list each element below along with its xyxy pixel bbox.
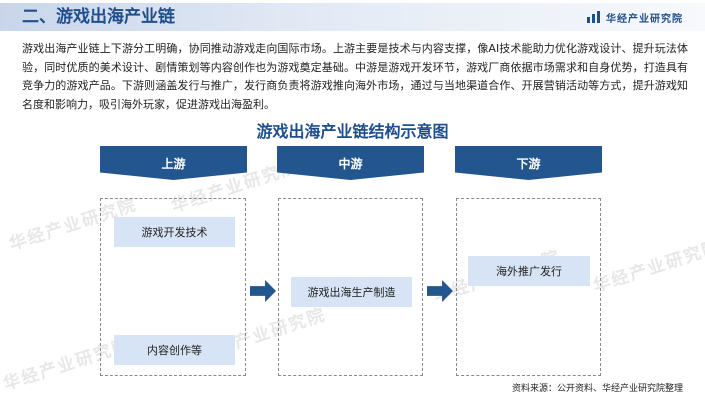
diagram-title: 游戏出海产业链结构示意图 — [256, 122, 449, 141]
stage-downstream-header: 下游 — [455, 146, 602, 180]
stage-midstream-box: 游戏出海生产制造 — [278, 198, 423, 376]
brand-logo-icon — [587, 11, 600, 23]
upstream-item-tech: 游戏开发技术 — [114, 217, 235, 247]
stage-upstream-box: 游戏开发技术 内容创作等 — [100, 198, 246, 376]
midstream-item-production: 游戏出海生产制造 — [291, 277, 412, 307]
brand-name: 华经产业研究院 — [606, 13, 683, 25]
source-note: 资料来源：公开资料、华经产业研究院整理 — [511, 384, 683, 394]
stage-upstream-header: 上游 — [100, 146, 247, 180]
brand: 华经产业研究院 — [587, 9, 683, 25]
downstream-item-distribution: 海外推广发行 — [468, 256, 590, 286]
stage-downstream-box: 海外推广发行 — [456, 198, 601, 376]
page-header: 二、游戏出海产业链 华经产业研究院 — [0, 0, 705, 34]
stage-midstream-header: 中游 — [277, 146, 424, 180]
intro-paragraph: 游戏出海产业链上下游分工明确，协同推动游戏走向国际市场。上游主要是技术与内容支撑… — [22, 42, 688, 111]
arrow-right-icon — [250, 280, 276, 302]
upstream-item-content: 内容创作等 — [114, 335, 235, 365]
section-title: 二、游戏出海产业链 — [22, 7, 175, 27]
watermark: 华经产业研究院 — [590, 236, 705, 297]
